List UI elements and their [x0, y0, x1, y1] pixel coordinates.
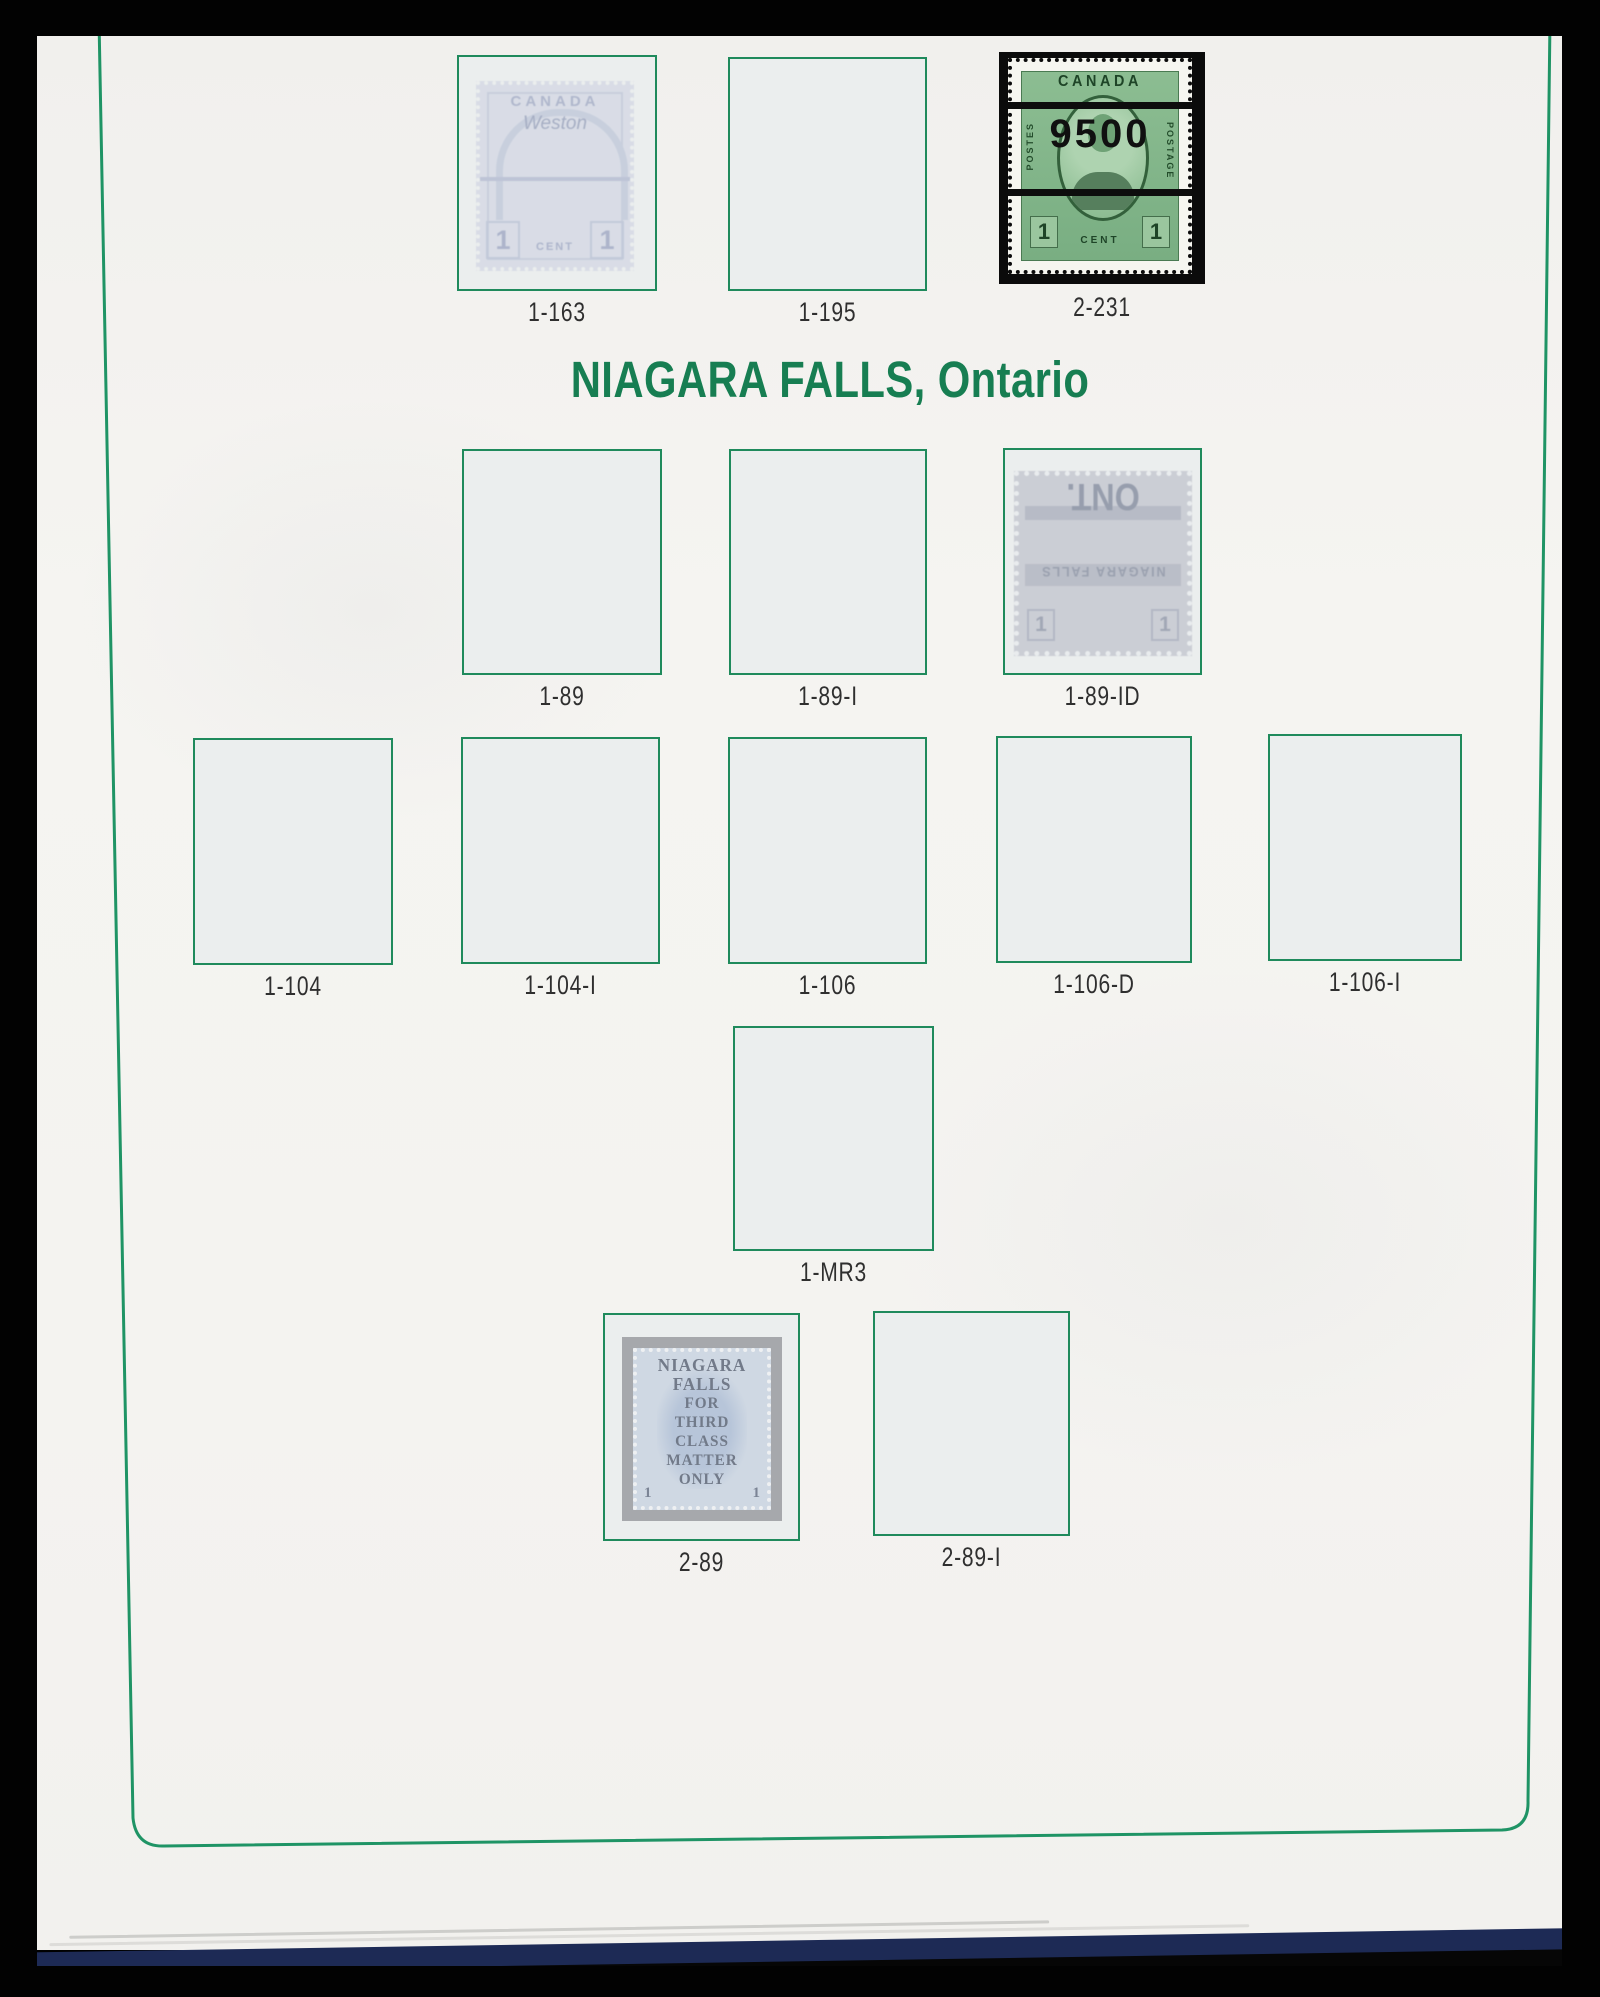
stamp-country-text: CANADA — [1057, 73, 1142, 90]
stamp-slot-1-104: 1-104 — [193, 738, 393, 1001]
overprint-lines: NIAGARA FALLS FOR THIRD CLASS MATTER ONL… — [637, 1356, 767, 1489]
stamp-slot-2-89: NIAGARA FALLS FOR THIRD CLASS MATTER ONL… — [603, 1313, 800, 1577]
slot-label: 2-231 — [1073, 292, 1131, 322]
scan-frame-bottom — [0, 1966, 1600, 1997]
denomination-left: 1 — [486, 221, 520, 259]
ghost-stamp-1-89-ID: ONT. NIAGARA FALLS 1 1 — [1014, 471, 1192, 656]
overprint-line: ONLY — [678, 1471, 726, 1488]
slot-label: 1-195 — [798, 297, 857, 327]
stamp-slot-1-163: CANADA Weston 1 1 CENT 1-163 — [457, 55, 657, 327]
stamp-slot-1-89: 1-89 — [462, 449, 662, 711]
scan-frame-right — [1562, 0, 1600, 1997]
slot-label: 2-89-I — [941, 1542, 1002, 1572]
scan-frame-left — [0, 0, 37, 1997]
stamp-slot-1-106: 1-106 — [728, 737, 927, 1000]
stamp-country-text: CANADA — [510, 93, 600, 110]
ghost-stamp-1-163: CANADA Weston 1 1 CENT — [476, 81, 634, 271]
stamp-panel: CANADA POSTES POSTAGE 1 1 CENT — [1021, 71, 1179, 261]
stamp-slot-1-106-I: 1-106-I — [1268, 734, 1462, 997]
precancel-number: 9500 — [1049, 112, 1151, 156]
denomination-right: 1 — [752, 1485, 761, 1501]
slot-label: 1-89 — [539, 681, 585, 711]
precancel-bar — [1008, 102, 1192, 109]
denomination-unit: CENT — [536, 241, 574, 253]
slot-label: 1-104-I — [524, 970, 597, 1000]
slot-label: 1-163 — [528, 297, 586, 327]
stamp-slot-1-89-I: 1-89-I — [729, 449, 927, 711]
stamp-2-231: CANADA POSTES POSTAGE 1 1 CENT 9500 — [1008, 58, 1192, 274]
stamp-slot-1-89-ID: ONT. NIAGARA FALLS 1 1 1-89-ID — [1003, 448, 1202, 711]
slot-label: 1-89-I — [798, 681, 858, 711]
stamp-slot-1-106-D: 1-106-D — [996, 736, 1192, 999]
stamp-slot-1-104-I: 1-104-I — [461, 737, 660, 1000]
denomination-left: 1 — [1027, 609, 1055, 641]
precancel-bar — [480, 177, 630, 181]
scan-frame-top — [0, 0, 1600, 36]
stamp-slot-1-MR3: 1-MR3 — [733, 1026, 934, 1287]
page-title: NIAGARA FALLS, Ontario — [570, 351, 1090, 408]
stamp-slot-2-89-I: 2-89-I — [873, 1311, 1070, 1572]
precancel-bar — [1008, 189, 1192, 196]
precancel-overprint-text: Weston — [522, 113, 588, 134]
denomination-right: 1 — [590, 221, 624, 259]
overprint-line: FALLS — [672, 1374, 732, 1394]
inverted-overprint-text: ONT. — [1066, 475, 1140, 517]
stamp-mount-2-89: NIAGARA FALLS FOR THIRD CLASS MATTER ONL… — [622, 1337, 782, 1521]
overprint-line: MATTER — [666, 1452, 738, 1469]
overprint-line: CLASS — [675, 1433, 729, 1450]
overprint-line: THIRD — [674, 1414, 730, 1431]
overprint-line: FOR — [684, 1395, 720, 1412]
slot-label: 1-106-D — [1053, 969, 1135, 999]
slot-label: 1-89-ID — [1064, 681, 1141, 711]
denomination-right: 1 — [1151, 609, 1179, 641]
slot-label: 1-MR3 — [799, 1257, 868, 1287]
denomination-unit: CENT — [1080, 235, 1120, 246]
stamp-2-89: NIAGARA FALLS FOR THIRD CLASS MATTER ONL… — [633, 1348, 771, 1510]
slot-label: 1-104 — [264, 971, 322, 1001]
stamp-slot-2-231: CANADA POSTES POSTAGE 1 1 CENT 9500 2-23… — [999, 52, 1205, 322]
slot-label: 2-89 — [678, 1547, 725, 1577]
inverted-overprint-city-text: NIAGARA FALLS — [1040, 564, 1166, 580]
slot-label: 1-106-I — [1328, 967, 1402, 997]
denomination-left: 1 — [644, 1485, 652, 1501]
slot-label: 1-106 — [798, 970, 857, 1000]
overprint-line: NIAGARA — [657, 1355, 747, 1375]
stamp-slot-1-195: 1-195 — [728, 57, 927, 327]
